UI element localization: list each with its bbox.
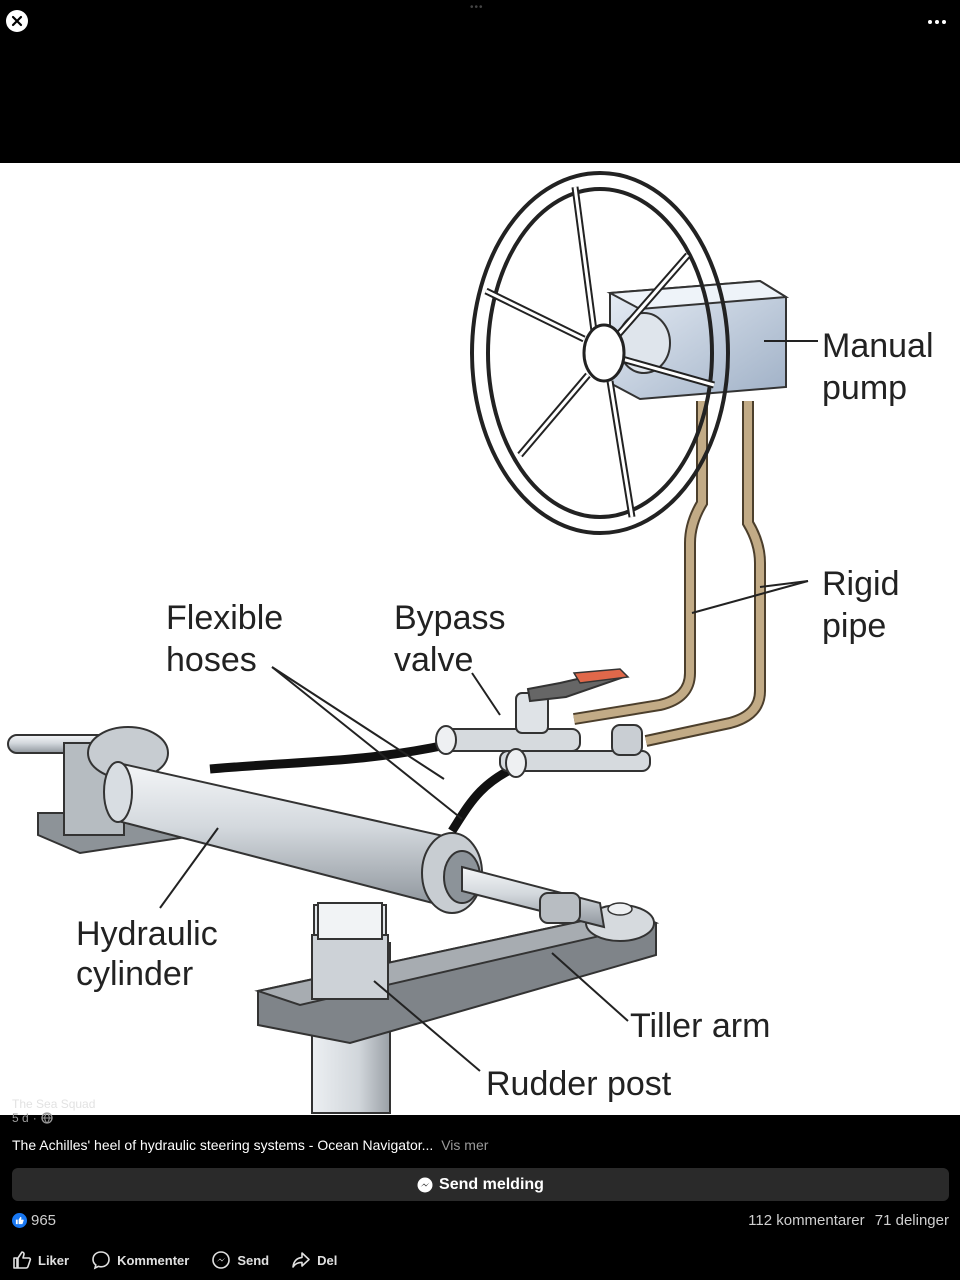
thumbs-up-icon xyxy=(13,1251,32,1269)
watermark: The Sea Squad xyxy=(12,1097,96,1111)
engagement-stats: 112 kommentarer 71 delinger xyxy=(742,1212,949,1229)
label-rigid-2: pipe xyxy=(822,607,886,645)
see-more-link[interactable]: Vis mer xyxy=(441,1137,489,1153)
tiller-arm xyxy=(254,902,660,1045)
label-tiller-arm: Tiller arm xyxy=(630,1007,770,1045)
label-rigid-1: Rigid xyxy=(822,565,899,603)
post-caption: The Achilles' heel of hydraulic steering… xyxy=(12,1137,488,1153)
label-bypass-1: Bypass xyxy=(394,599,506,637)
drag-handle[interactable]: ••• xyxy=(470,2,484,13)
label-flexible-2: hoses xyxy=(166,641,257,679)
like-button[interactable]: Liker xyxy=(12,1250,69,1270)
caption-text: The Achilles' heel of hydraulic steering… xyxy=(12,1137,434,1153)
send-message-label: Send melding xyxy=(439,1175,544,1193)
globe-icon xyxy=(41,1112,53,1124)
rigid-pipes xyxy=(573,401,766,747)
like-label: Liker xyxy=(38,1252,70,1268)
label-flexible-1: Flexible xyxy=(166,599,283,637)
post-meta: 5 d · xyxy=(12,1111,53,1125)
comment-button[interactable]: Kommenter xyxy=(91,1250,189,1270)
send-message-button[interactable]: Send melding xyxy=(12,1168,949,1201)
stats-row: 965 112 kommentarer 71 delinger xyxy=(12,1212,949,1229)
post-time: 5 d xyxy=(12,1111,29,1125)
reaction-count: 965 xyxy=(31,1212,57,1229)
hydraulic-cylinder xyxy=(103,761,606,929)
leader-lines xyxy=(159,340,818,1072)
bypass-valve xyxy=(435,668,651,778)
label-rudder-post: Rudder post xyxy=(486,1065,672,1103)
action-bar: Liker Kommenter Send Del xyxy=(12,1250,337,1270)
close-button[interactable] xyxy=(6,10,28,32)
send-label: Send xyxy=(237,1252,270,1268)
label-manual-1: Manual xyxy=(822,327,934,365)
share-label: Del xyxy=(317,1252,338,1268)
hydraulic-steering-diagram: Manual pump Rigid pipe Flexible hoses By… xyxy=(7,171,934,1114)
messenger-icon xyxy=(417,1177,433,1192)
label-manual-2: pump xyxy=(822,369,907,407)
steering-wheel xyxy=(470,171,730,535)
comments-count[interactable]: 112 kommentarer xyxy=(748,1212,865,1229)
top-bar: ••• xyxy=(0,0,960,160)
label-bypass-2: valve xyxy=(394,641,473,679)
like-reaction-icon xyxy=(12,1213,27,1228)
comment-label: Kommenter xyxy=(117,1252,190,1268)
send-button[interactable]: Send xyxy=(211,1250,269,1270)
more-options-button[interactable] xyxy=(926,12,948,32)
reactions[interactable]: 965 xyxy=(12,1212,56,1229)
close-icon xyxy=(11,15,23,27)
more-options-icon xyxy=(928,20,946,24)
share-button[interactable]: Del xyxy=(291,1250,337,1270)
comment-icon xyxy=(92,1251,110,1270)
label-hydraulic-1: Hydraulic xyxy=(76,915,218,953)
share-icon xyxy=(292,1252,310,1268)
label-hydraulic-2: cylinder xyxy=(76,955,193,993)
messenger-outline-icon xyxy=(212,1251,231,1269)
post-image[interactable]: Manual pump Rigid pipe Flexible hoses By… xyxy=(0,163,960,1115)
shares-count[interactable]: 71 delinger xyxy=(874,1212,949,1229)
